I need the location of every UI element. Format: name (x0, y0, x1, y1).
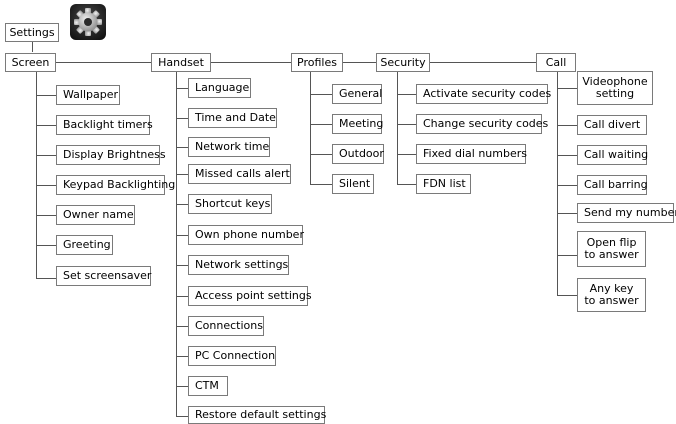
connector-line (397, 94, 416, 95)
handset-item-time-and-date: Time and Date (188, 108, 277, 128)
connector-line (343, 62, 376, 63)
connector-line (176, 416, 188, 417)
call-item-send-my-number: Send my number (577, 203, 676, 223)
security-item-activate-security-codes: Activate security codes (416, 84, 551, 104)
connector-line (176, 72, 177, 416)
security-item-change-security-codes: Change security codes (416, 114, 548, 134)
security-item-fixed-dial-numbers: Fixed dial numbers (416, 144, 527, 164)
connector-line (557, 213, 577, 214)
connector-line (310, 94, 332, 95)
connector-line (36, 155, 56, 156)
connector-line (557, 72, 558, 295)
connector-line (310, 184, 332, 185)
handset-item-ctm: CTM (188, 376, 228, 396)
connector-line (211, 62, 291, 63)
connector-line (430, 62, 536, 63)
connector-line (36, 125, 56, 126)
connector-line (557, 125, 577, 126)
connector-line (36, 185, 56, 186)
security-menu-box: Security (376, 53, 430, 72)
handset-item-connections: Connections (188, 316, 264, 336)
call-item-call-waiting: Call waiting (577, 145, 648, 165)
handset-item-own-phone-number: Own phone number (188, 225, 304, 245)
handset-item-restore-default-settings: Restore default settings (188, 406, 326, 424)
security-item-fdn-list: FDN list (416, 174, 471, 194)
connector-line (176, 265, 188, 266)
handset-item-network-time: Network time (188, 137, 270, 157)
connector-line (176, 118, 188, 119)
connector-line (397, 124, 416, 125)
connector-line (176, 296, 188, 297)
profiles-item-meeting: Meeting (332, 114, 383, 134)
handset-item-pc-connection: PC Connection (188, 346, 276, 366)
connector-line (36, 95, 56, 96)
connector-line (36, 215, 56, 216)
call-item-open-flip-to-answer: Open flip to answer (577, 231, 646, 267)
call-item-any-key-to-answer: Any key to answer (577, 278, 646, 312)
connector-line (32, 42, 33, 52)
handset-item-missed-calls-alert: Missed calls alert (188, 164, 291, 184)
connector-line (176, 88, 188, 89)
connector-line (56, 62, 151, 63)
connector-line (557, 295, 577, 296)
connector-line (557, 155, 577, 156)
handset-menu-box: Handset (151, 53, 211, 72)
connector-line (557, 88, 577, 89)
connector-line (397, 154, 416, 155)
connector-line (176, 147, 188, 148)
call-item-call-divert: Call divert (577, 115, 647, 135)
connector-line (310, 154, 332, 155)
connector-line (176, 235, 188, 236)
connector-line (36, 72, 37, 278)
connector-line (557, 185, 577, 186)
connector-line (176, 174, 188, 175)
connector-line (36, 278, 56, 279)
call-menu-box: Call (536, 53, 576, 72)
connector-line (557, 255, 577, 256)
screen-item-wallpaper: Wallpaper (56, 85, 120, 105)
profiles-menu-box: Profiles (291, 53, 343, 72)
connector-line (310, 124, 332, 125)
screen-item-owner-name: Owner name (56, 205, 135, 225)
connector-line (176, 386, 188, 387)
profiles-item-general: General (332, 84, 382, 104)
profiles-item-outdoor: Outdoor (332, 144, 384, 164)
connector-line (176, 326, 188, 327)
screen-menu-box: Screen (5, 53, 56, 72)
screen-item-backlight-timers: Backlight timers (56, 115, 153, 135)
screen-item-greeting: Greeting (56, 235, 113, 255)
connector-line (176, 204, 188, 205)
screen-item-display-brightness: Display Brightness (56, 145, 166, 165)
profiles-item-silent: Silent (332, 174, 374, 194)
screen-item-keypad-backlighting: Keypad Backlighting (56, 175, 175, 195)
screen-item-set-screensaver: Set screensaver (56, 266, 151, 286)
handset-item-language: Language (188, 78, 251, 98)
settings-gear-icon (70, 4, 106, 40)
call-item-call-barring: Call barring (577, 175, 648, 195)
handset-item-network-settings: Network settings (188, 255, 289, 275)
connector-line (36, 245, 56, 246)
handset-item-shortcut-keys: Shortcut keys (188, 194, 272, 214)
handset-item-access-point-settings: Access point settings (188, 286, 312, 306)
connector-line (310, 72, 311, 184)
connector-line (397, 72, 398, 184)
connector-line (397, 184, 416, 185)
call-item-videophone-setting: Videophone setting (577, 71, 653, 105)
settings-root-box: Settings (5, 23, 59, 42)
connector-line (176, 356, 188, 357)
